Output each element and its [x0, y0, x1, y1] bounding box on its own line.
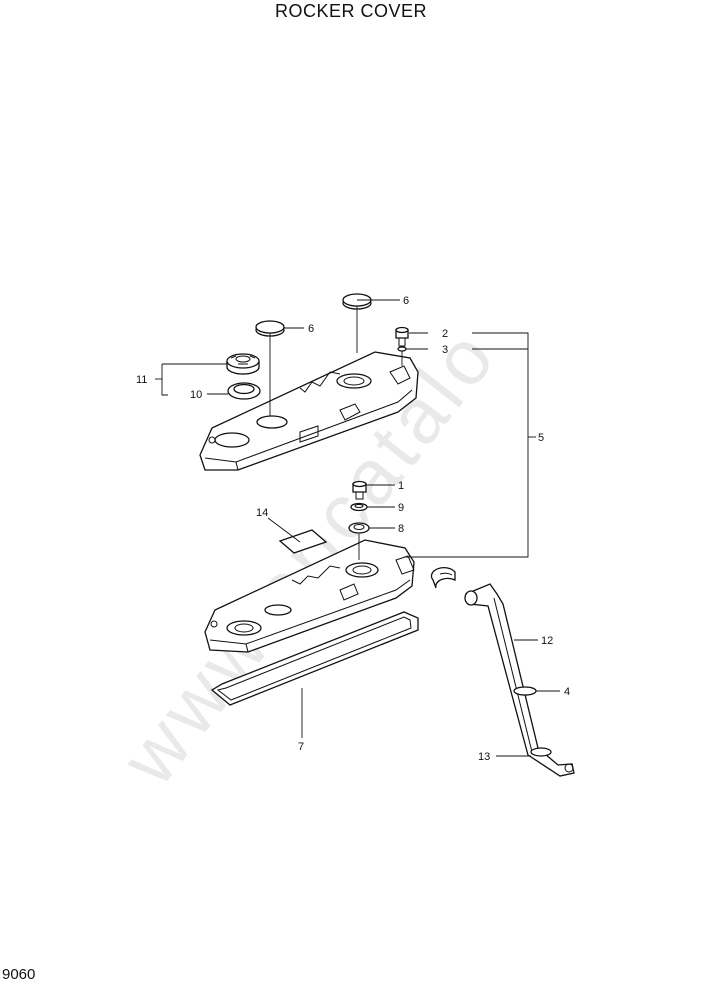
gasket: [210, 611, 419, 706]
callout-11: 11: [136, 374, 147, 386]
callout-6-upper: 6: [403, 295, 409, 307]
sealing-washer: [348, 522, 370, 534]
callout-9: 9: [398, 502, 404, 514]
seal-ring: [350, 502, 368, 512]
callout-4: 4: [564, 686, 570, 698]
lower-rocker-cover: [204, 539, 415, 653]
bolt-lower: [352, 480, 367, 500]
callout-5: 5: [538, 432, 544, 444]
callout-2: 2: [442, 328, 448, 340]
callout-7: 7: [298, 741, 304, 753]
page-title: ROCKER COVER: [274, 1, 428, 21]
page-code: 9060: [2, 966, 36, 983]
filler-cap-seal: [227, 382, 261, 400]
callout-1: 1: [398, 480, 404, 492]
callout-8: 8: [398, 523, 404, 535]
callout-3: 3: [442, 344, 448, 356]
callout-10: 10: [190, 389, 202, 401]
callout-labels: 1 2 3 4 5 6 6 7 8 9 10 11 12 13 14: [136, 295, 570, 763]
hose-clip: [430, 567, 456, 589]
oil-filler-cap: [226, 353, 260, 375]
leader-lines: [155, 299, 560, 757]
bolt-upper: [395, 326, 409, 347]
callout-6-lower: 6: [308, 323, 314, 335]
sealing-cap-lower: [255, 320, 285, 337]
callout-14: 14: [256, 507, 268, 519]
callout-13: 13: [478, 751, 490, 763]
washer-upper: [397, 346, 407, 352]
breather-hose: [464, 583, 575, 777]
callout-12: 12: [541, 635, 553, 647]
upper-rocker-cover: [199, 351, 419, 471]
label-plate: [278, 529, 328, 554]
